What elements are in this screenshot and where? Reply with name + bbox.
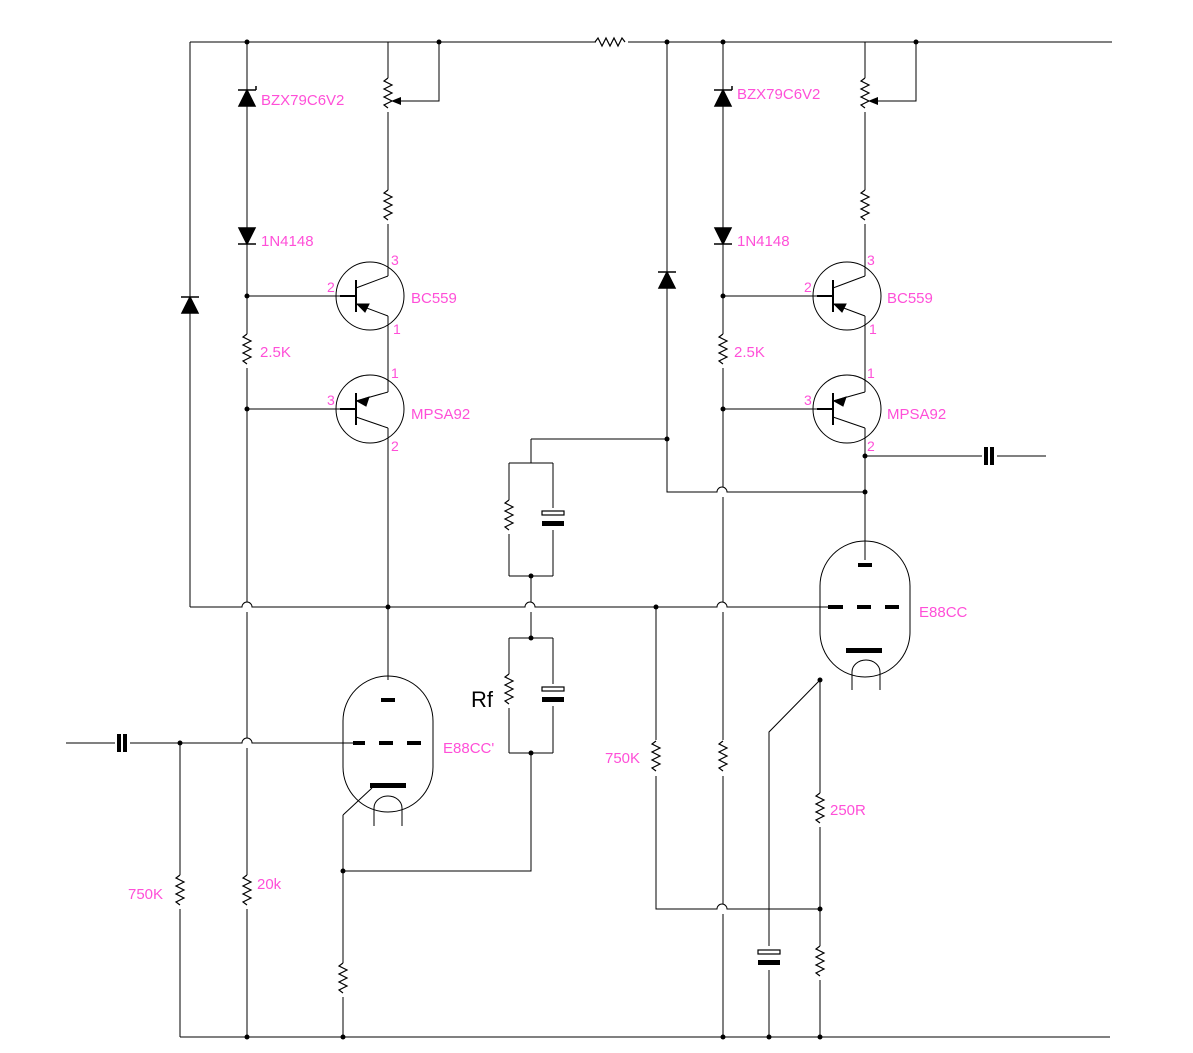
resistor-2k5-right <box>718 333 728 365</box>
trimmer-arrows <box>391 97 878 105</box>
pin-q4-e: 2 <box>867 438 875 454</box>
label-transistor-top-right: BC559 <box>887 290 933 307</box>
pin-labels: 3 2 1 1 3 2 3 2 1 1 3 2 <box>327 252 877 454</box>
resistor-250r <box>815 792 825 824</box>
diode-left-feedback <box>180 295 200 314</box>
tube-e88cc-left <box>342 675 434 826</box>
label-20k: 20k <box>257 876 282 893</box>
label-750k-right: 750K <box>605 750 640 767</box>
junction-dots <box>177 39 919 1040</box>
diodes <box>180 86 733 314</box>
wires <box>66 41 1112 1038</box>
label-2k5-right: 2.5K <box>734 344 765 361</box>
pin-q3-c: 3 <box>867 252 875 268</box>
label-250r: 250R <box>830 802 866 819</box>
label-750k-input: 750K <box>128 886 163 903</box>
trimmer-right <box>860 77 870 109</box>
transistor-bc559-right <box>812 261 882 331</box>
diode-1n4148-right <box>713 227 733 246</box>
pin-q4-c: 1 <box>867 365 875 381</box>
pin-q1-e: 1 <box>393 321 401 337</box>
pin-q3-e: 1 <box>869 321 877 337</box>
trimmer-left <box>383 77 393 109</box>
resistor-left-collector <box>383 189 393 221</box>
pin-q2-b: 3 <box>327 392 335 408</box>
capacitors <box>117 447 994 966</box>
resistor-750k-input <box>175 874 185 906</box>
pin-q1-c: 3 <box>391 252 399 268</box>
resistor-rf <box>504 673 514 705</box>
pin-q3-b: 2 <box>804 279 812 295</box>
label-diode-left: 1N4148 <box>261 233 314 250</box>
zener-right <box>713 88 733 107</box>
capacitor-input <box>117 734 127 752</box>
component-labels: BZX79C6V2 BZX79C6V2 1N4148 1N4148 BC559 … <box>128 86 968 903</box>
resistor-left-cathode <box>338 962 348 994</box>
pin-q1-b: 2 <box>327 279 335 295</box>
resistor-right-collector <box>860 189 870 221</box>
resistor-top-series <box>594 37 626 47</box>
diode-1n4148-left <box>237 227 257 246</box>
label-zener-left: BZX79C6V2 <box>261 92 344 109</box>
label-transistor-top-left: BC559 <box>411 290 457 307</box>
resistor-right-bottom <box>815 945 825 977</box>
resistor-mid-upper <box>504 499 514 531</box>
pin-q2-c: 1 <box>391 365 399 381</box>
diode-middle <box>657 270 677 289</box>
transistors <box>335 261 882 444</box>
pin-q2-e: 2 <box>391 438 399 454</box>
capacitor-rf <box>541 686 565 703</box>
resistor-20k <box>242 874 252 906</box>
resistor-750k-right <box>651 740 661 772</box>
transistor-bc559-left <box>335 261 405 331</box>
label-tube-left: E88CC' <box>443 740 494 757</box>
label-2k5-left: 2.5K <box>260 344 291 361</box>
capacitor-mid-upper <box>541 510 565 527</box>
label-diode-right: 1N4148 <box>737 233 790 250</box>
transistor-mpsa92-left <box>335 374 405 444</box>
pin-q4-b: 3 <box>804 392 812 408</box>
capacitor-output <box>984 447 994 465</box>
tube-e88cc-right <box>819 540 911 690</box>
label-rf: Rf <box>471 687 494 712</box>
transistor-mpsa92-right <box>812 374 882 444</box>
label-transistor-bottom-left: MPSA92 <box>411 406 470 423</box>
label-zener-right: BZX79C6V2 <box>737 86 820 103</box>
label-transistor-bottom-right: MPSA92 <box>887 406 946 423</box>
resistor-2k5-left <box>242 333 252 365</box>
label-tube-right: E88CC <box>919 604 968 621</box>
resistor-right-mid <box>718 740 728 772</box>
capacitor-right-bypass <box>757 949 781 966</box>
zener-left <box>237 88 257 107</box>
resistors <box>175 37 870 994</box>
